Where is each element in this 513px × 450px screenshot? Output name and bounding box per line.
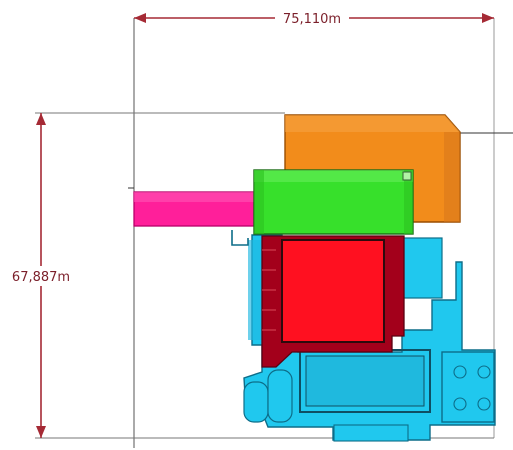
green-corner-detail — [402, 171, 412, 181]
width-label: 75,110m — [283, 12, 341, 27]
height-arrow-top — [36, 113, 46, 125]
green-left-band — [254, 170, 264, 234]
red-block — [261, 235, 405, 368]
cyan-east-turret-3 — [453, 397, 467, 411]
cyan-round-tower-left — [243, 381, 269, 423]
height-dimension: 67,887m — [5, 113, 77, 438]
height-label-bg — [5, 266, 77, 286]
green-roof-band — [254, 170, 413, 182]
cyan-east-turret-2 — [477, 365, 491, 379]
pink-block — [133, 191, 255, 227]
width-arrow-right — [482, 13, 494, 23]
width-arrow-left — [134, 13, 146, 23]
cyan-round-tower-mid — [267, 369, 293, 423]
cyan-east-block — [441, 351, 495, 423]
pink-roof-band — [134, 192, 254, 202]
orange-side-band — [444, 132, 460, 222]
cyan-east-turret-4 — [477, 397, 491, 411]
green-block — [253, 169, 414, 235]
width-dimension: 75,110m — [134, 8, 494, 28]
orange-roof-band — [285, 115, 460, 132]
cyan-east-turret-1 — [453, 365, 467, 379]
red-inner-room — [281, 239, 385, 343]
connector-path — [231, 230, 249, 246]
cyan-south-extension — [333, 424, 409, 442]
green-right-band — [404, 170, 413, 234]
height-label: 67,887m — [12, 270, 70, 285]
width-label-bg — [275, 8, 349, 28]
cyan-inner-court-fill — [305, 355, 425, 407]
connector-detail — [231, 230, 249, 246]
cyan-north-wing — [401, 237, 443, 299]
height-arrow-bottom — [36, 426, 46, 438]
